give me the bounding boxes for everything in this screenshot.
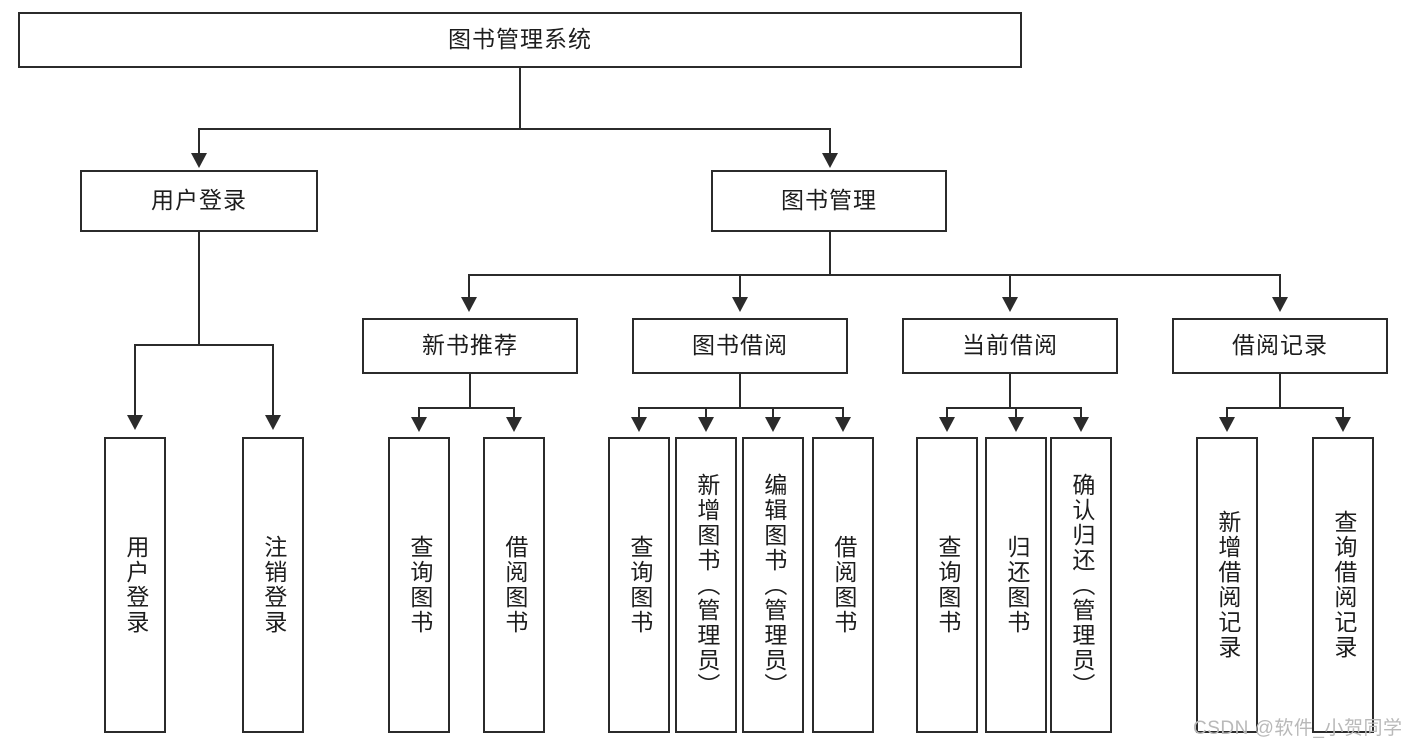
connector-borrow-record-bus (1226, 407, 1343, 409)
leaf-user-login-login[interactable]: 用户登录 (104, 437, 166, 733)
leaf-current-borrow-query[interactable]: 查询图书 (916, 437, 978, 733)
connector-to-user-login (198, 128, 200, 155)
leaf-book-borrow-add[interactable]: 新增图书（管理员） (675, 437, 737, 733)
connector-new-book-bus (418, 407, 514, 409)
connector-current-borrow-bus (946, 407, 1081, 409)
arrowhead-book-borrow-leaf-4 (835, 417, 851, 432)
node-book-manage[interactable]: 图书管理 (711, 170, 947, 232)
leaf-book-borrow-query[interactable]: 查询图书 (608, 437, 670, 733)
connector-user-login-trunk (198, 232, 200, 344)
node-label: 图书管理 (781, 187, 877, 214)
connector-to-current-borrow (1009, 274, 1011, 299)
connector-root-trunk (519, 68, 521, 128)
connector-to-book-borrow (739, 274, 741, 299)
leaf-new-book-borrow[interactable]: 借阅图书 (483, 437, 545, 733)
arrowhead-book-borrow (732, 297, 748, 312)
connector-new-book-leaf-2 (513, 407, 515, 419)
node-label: 图书管理系统 (448, 26, 592, 53)
arrowhead-new-book (461, 297, 477, 312)
arrowhead-borrow-record-leaf-1 (1219, 417, 1235, 432)
leaf-borrow-record-query[interactable]: 查询借阅记录 (1312, 437, 1374, 733)
node-root-system[interactable]: 图书管理系统 (18, 12, 1022, 68)
watermark-text: CSDN @软件_小贺同学 (1193, 718, 1403, 739)
node-label: 确认归还（管理员） (1068, 472, 1095, 698)
node-user-login[interactable]: 用户登录 (80, 170, 318, 232)
node-label: 借阅记录 (1232, 332, 1328, 359)
node-label: 用户登录 (122, 535, 149, 635)
node-label: 注销登录 (260, 535, 287, 635)
arrowhead-book-borrow-leaf-2 (698, 417, 714, 432)
leaf-borrow-record-add[interactable]: 新增借阅记录 (1196, 437, 1258, 733)
node-borrow-record[interactable]: 借阅记录 (1172, 318, 1388, 374)
node-label: 查询借阅记录 (1330, 510, 1357, 660)
connector-new-book-trunk (469, 374, 471, 407)
node-label: 归还图书 (1003, 535, 1030, 635)
arrowhead-user-login-leaf-2 (265, 415, 281, 430)
arrowhead-borrow-record-leaf-2 (1335, 417, 1351, 432)
arrowhead-user-login-leaf-1 (127, 415, 143, 430)
connector-current-borrow-leaf-3 (1080, 407, 1082, 419)
connector-book-borrow-bus (638, 407, 844, 409)
leaf-current-borrow-confirm[interactable]: 确认归还（管理员） (1050, 437, 1112, 733)
node-label: 查询图书 (934, 535, 961, 635)
node-label: 图书借阅 (692, 332, 788, 359)
arrowhead-new-book-leaf-1 (411, 417, 427, 432)
arrowhead-new-book-leaf-2 (506, 417, 522, 432)
leaf-current-borrow-return[interactable]: 归还图书 (985, 437, 1047, 733)
node-label: 新增图书（管理员） (693, 472, 720, 698)
node-label: 借阅图书 (501, 535, 528, 635)
arrowhead-book-manage (822, 153, 838, 168)
node-new-book-recommend[interactable]: 新书推荐 (362, 318, 578, 374)
connector-book-borrow-leaf-1 (638, 407, 640, 419)
node-label: 借阅图书 (830, 535, 857, 635)
connector-current-borrow-trunk (1009, 374, 1011, 407)
node-label: 查询图书 (626, 535, 653, 635)
node-label: 查询图书 (406, 535, 433, 635)
arrowhead-user-login (191, 153, 207, 168)
connector-borrow-record-leaf-1 (1226, 407, 1228, 419)
connector-level3-bus (468, 274, 1280, 276)
connector-book-manage-trunk (829, 232, 831, 274)
connector-user-login-bus (134, 344, 272, 346)
connector-book-borrow-leaf-2 (705, 407, 707, 419)
leaf-new-book-query[interactable]: 查询图书 (388, 437, 450, 733)
arrowhead-current-borrow-leaf-2 (1008, 417, 1024, 432)
node-current-borrow[interactable]: 当前借阅 (902, 318, 1118, 374)
connector-current-borrow-leaf-1 (946, 407, 948, 419)
arrowhead-book-borrow-leaf-1 (631, 417, 647, 432)
node-label: 用户登录 (151, 187, 247, 214)
connector-to-borrow-record (1279, 274, 1281, 299)
connector-user-login-leaf-1 (134, 344, 136, 417)
connector-user-login-leaf-2 (272, 344, 274, 417)
connector-book-borrow-trunk (739, 374, 741, 407)
arrowhead-borrow-record (1272, 297, 1288, 312)
node-label: 新增借阅记录 (1214, 510, 1241, 660)
connector-to-book-manage (829, 128, 831, 155)
leaf-user-login-logout[interactable]: 注销登录 (242, 437, 304, 733)
arrowhead-current-borrow (1002, 297, 1018, 312)
node-label: 当前借阅 (962, 332, 1058, 359)
arrowhead-book-borrow-leaf-3 (765, 417, 781, 432)
connector-current-borrow-leaf-2 (1015, 407, 1017, 419)
node-book-borrow[interactable]: 图书借阅 (632, 318, 848, 374)
node-label: 新书推荐 (422, 332, 518, 359)
leaf-book-borrow-borrow[interactable]: 借阅图书 (812, 437, 874, 733)
connector-new-book-leaf-1 (418, 407, 420, 419)
connector-level2-bus (198, 128, 830, 130)
node-label: 编辑图书（管理员） (760, 472, 787, 698)
connector-to-new-book (468, 274, 470, 299)
connector-borrow-record-trunk (1279, 374, 1281, 407)
connector-book-borrow-leaf-3 (772, 407, 774, 419)
arrowhead-current-borrow-leaf-3 (1073, 417, 1089, 432)
connector-book-borrow-leaf-4 (842, 407, 844, 419)
connector-borrow-record-leaf-2 (1342, 407, 1344, 419)
leaf-book-borrow-edit[interactable]: 编辑图书（管理员） (742, 437, 804, 733)
arrowhead-current-borrow-leaf-1 (939, 417, 955, 432)
